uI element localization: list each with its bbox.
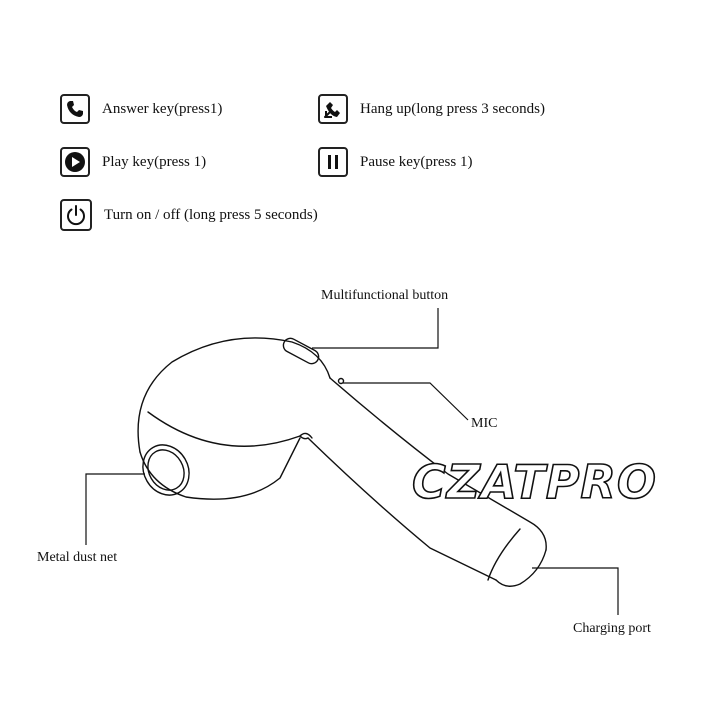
mic-hole [337, 377, 345, 385]
earbud-stem-top [329, 377, 547, 551]
svg-text:CZATPRO: CZATPRO [412, 455, 657, 509]
czatpro-watermark-logo: CZATPRO [411, 454, 657, 510]
legend-answer-label: Answer key(press1) [102, 100, 223, 117]
multifunctional-leader [312, 308, 439, 349]
legend-answer: Answer key(press1) [60, 94, 222, 124]
legend-play: Play key(press 1) [60, 147, 206, 177]
legend-pause: Pause key(press 1) [318, 147, 472, 177]
charging-leader [532, 567, 619, 615]
earbud-front-face [147, 411, 301, 447]
legend-hangup-label: Hang up(long press 3 seconds) [360, 100, 545, 117]
mic-leader [343, 382, 469, 421]
earbud-stem-bottom [307, 437, 497, 581]
legend-hangup: Hang up(long press 3 seconds) [318, 94, 545, 124]
charging-port-cap [495, 549, 547, 587]
dust-net-leader [85, 473, 145, 545]
mic-label: MIC [471, 416, 498, 431]
legend-play-label: Play key(press 1) [102, 153, 207, 170]
metal-dust-net [142, 444, 190, 496]
multifunctional-button-label: Multifunctional button [321, 288, 449, 303]
play-icon [60, 147, 90, 177]
power-icon [60, 199, 92, 231]
charging-port-label: Charging port [573, 621, 651, 636]
earbud-head-outline [137, 337, 331, 453]
phone-answer-icon [60, 94, 90, 124]
legend-power-label: Turn on / off (long press 5 seconds) [104, 206, 318, 223]
legend-pause-label: Pause key(press 1) [360, 153, 473, 170]
legend-power: Turn on / off (long press 5 seconds) [60, 199, 318, 231]
pause-icon [318, 147, 348, 177]
multifunctional-button-shape [282, 337, 320, 365]
metal-dust-net-label: Metal dust net [37, 550, 118, 565]
phone-hangup-icon [318, 94, 348, 124]
